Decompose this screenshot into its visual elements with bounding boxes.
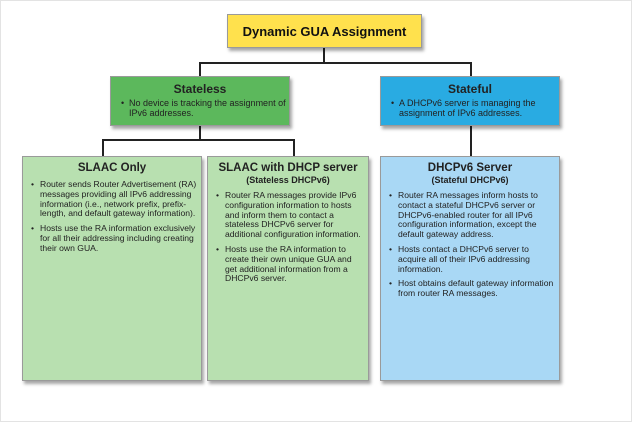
dhcpv6-server-bullets: Router RA messages inform hosts to conta… — [381, 190, 559, 299]
slaac-dhcp-bullet: Router RA messages provide IPv6 configur… — [216, 190, 364, 240]
slaac-only-bullet: Router sends Router Advertisement (RA) m… — [31, 179, 197, 219]
stateful-bullet: A DHCPv6 server is managing the assignme… — [391, 98, 559, 118]
slaac-only-title: SLAAC Only — [77, 162, 147, 174]
stateless-box: Stateless No device is tracking the assi… — [110, 76, 290, 126]
slaac-dhcp-bullets: Router RA messages provide IPv6 configur… — [208, 190, 368, 284]
stateful-bullets: A DHCPv6 server is managing the assignme… — [381, 98, 559, 118]
connector-to-stateful — [470, 62, 472, 76]
dhcpv6-server-bullet: Host obtains default gateway information… — [389, 279, 555, 299]
connector-to-stateless — [199, 62, 201, 76]
slaac-dhcp-subtitle: (Stateless DHCPv6) — [246, 175, 330, 185]
stateless-bullets: No device is tracking the assignment of … — [111, 98, 289, 118]
connector-to-slaac-only — [102, 139, 104, 156]
slaac-only-bullets: Router sends Router Advertisement (RA) m… — [23, 179, 201, 254]
dhcpv6-server-bullet: Router RA messages inform hosts to conta… — [389, 190, 555, 240]
slaac-dhcp-box: SLAAC with DHCP server (Stateless DHCPv6… — [207, 156, 369, 381]
dhcpv6-server-box: DHCPv6 Server (Stateful DHCPv6) Router R… — [380, 156, 560, 381]
slaac-only-box: SLAAC Only Router sends Router Advertise… — [22, 156, 202, 381]
dhcpv6-server-title: DHCPv6 Server — [427, 162, 513, 174]
stateful-title: Stateful — [447, 82, 492, 96]
connector-root-down — [323, 48, 325, 63]
slaac-only-bullet: Hosts use the RA information exclusively… — [31, 223, 197, 253]
connector-to-slaac-dhcp — [293, 139, 295, 156]
stateless-bullet: No device is tracking the assignment of … — [121, 98, 289, 118]
stateless-title: Stateless — [173, 82, 227, 96]
connector-mid-horizontal — [102, 139, 295, 141]
root-title: Dynamic GUA Assignment — [242, 23, 407, 39]
stateful-box: Stateful A DHCPv6 server is managing the… — [380, 76, 560, 126]
connector-stateless-down — [199, 126, 201, 140]
slaac-dhcp-bullet: Hosts use the RA information to create t… — [216, 244, 364, 284]
root-box: Dynamic GUA Assignment — [227, 14, 422, 48]
connector-top-horizontal — [199, 62, 471, 64]
dhcpv6-server-bullet: Hosts contact a DHCPv6 server to acquire… — [389, 244, 555, 274]
dhcpv6-server-subtitle: (Stateful DHCPv6) — [431, 175, 509, 185]
connector-stateful-down — [470, 126, 472, 156]
slaac-dhcp-title: SLAAC with DHCP server — [218, 162, 358, 174]
